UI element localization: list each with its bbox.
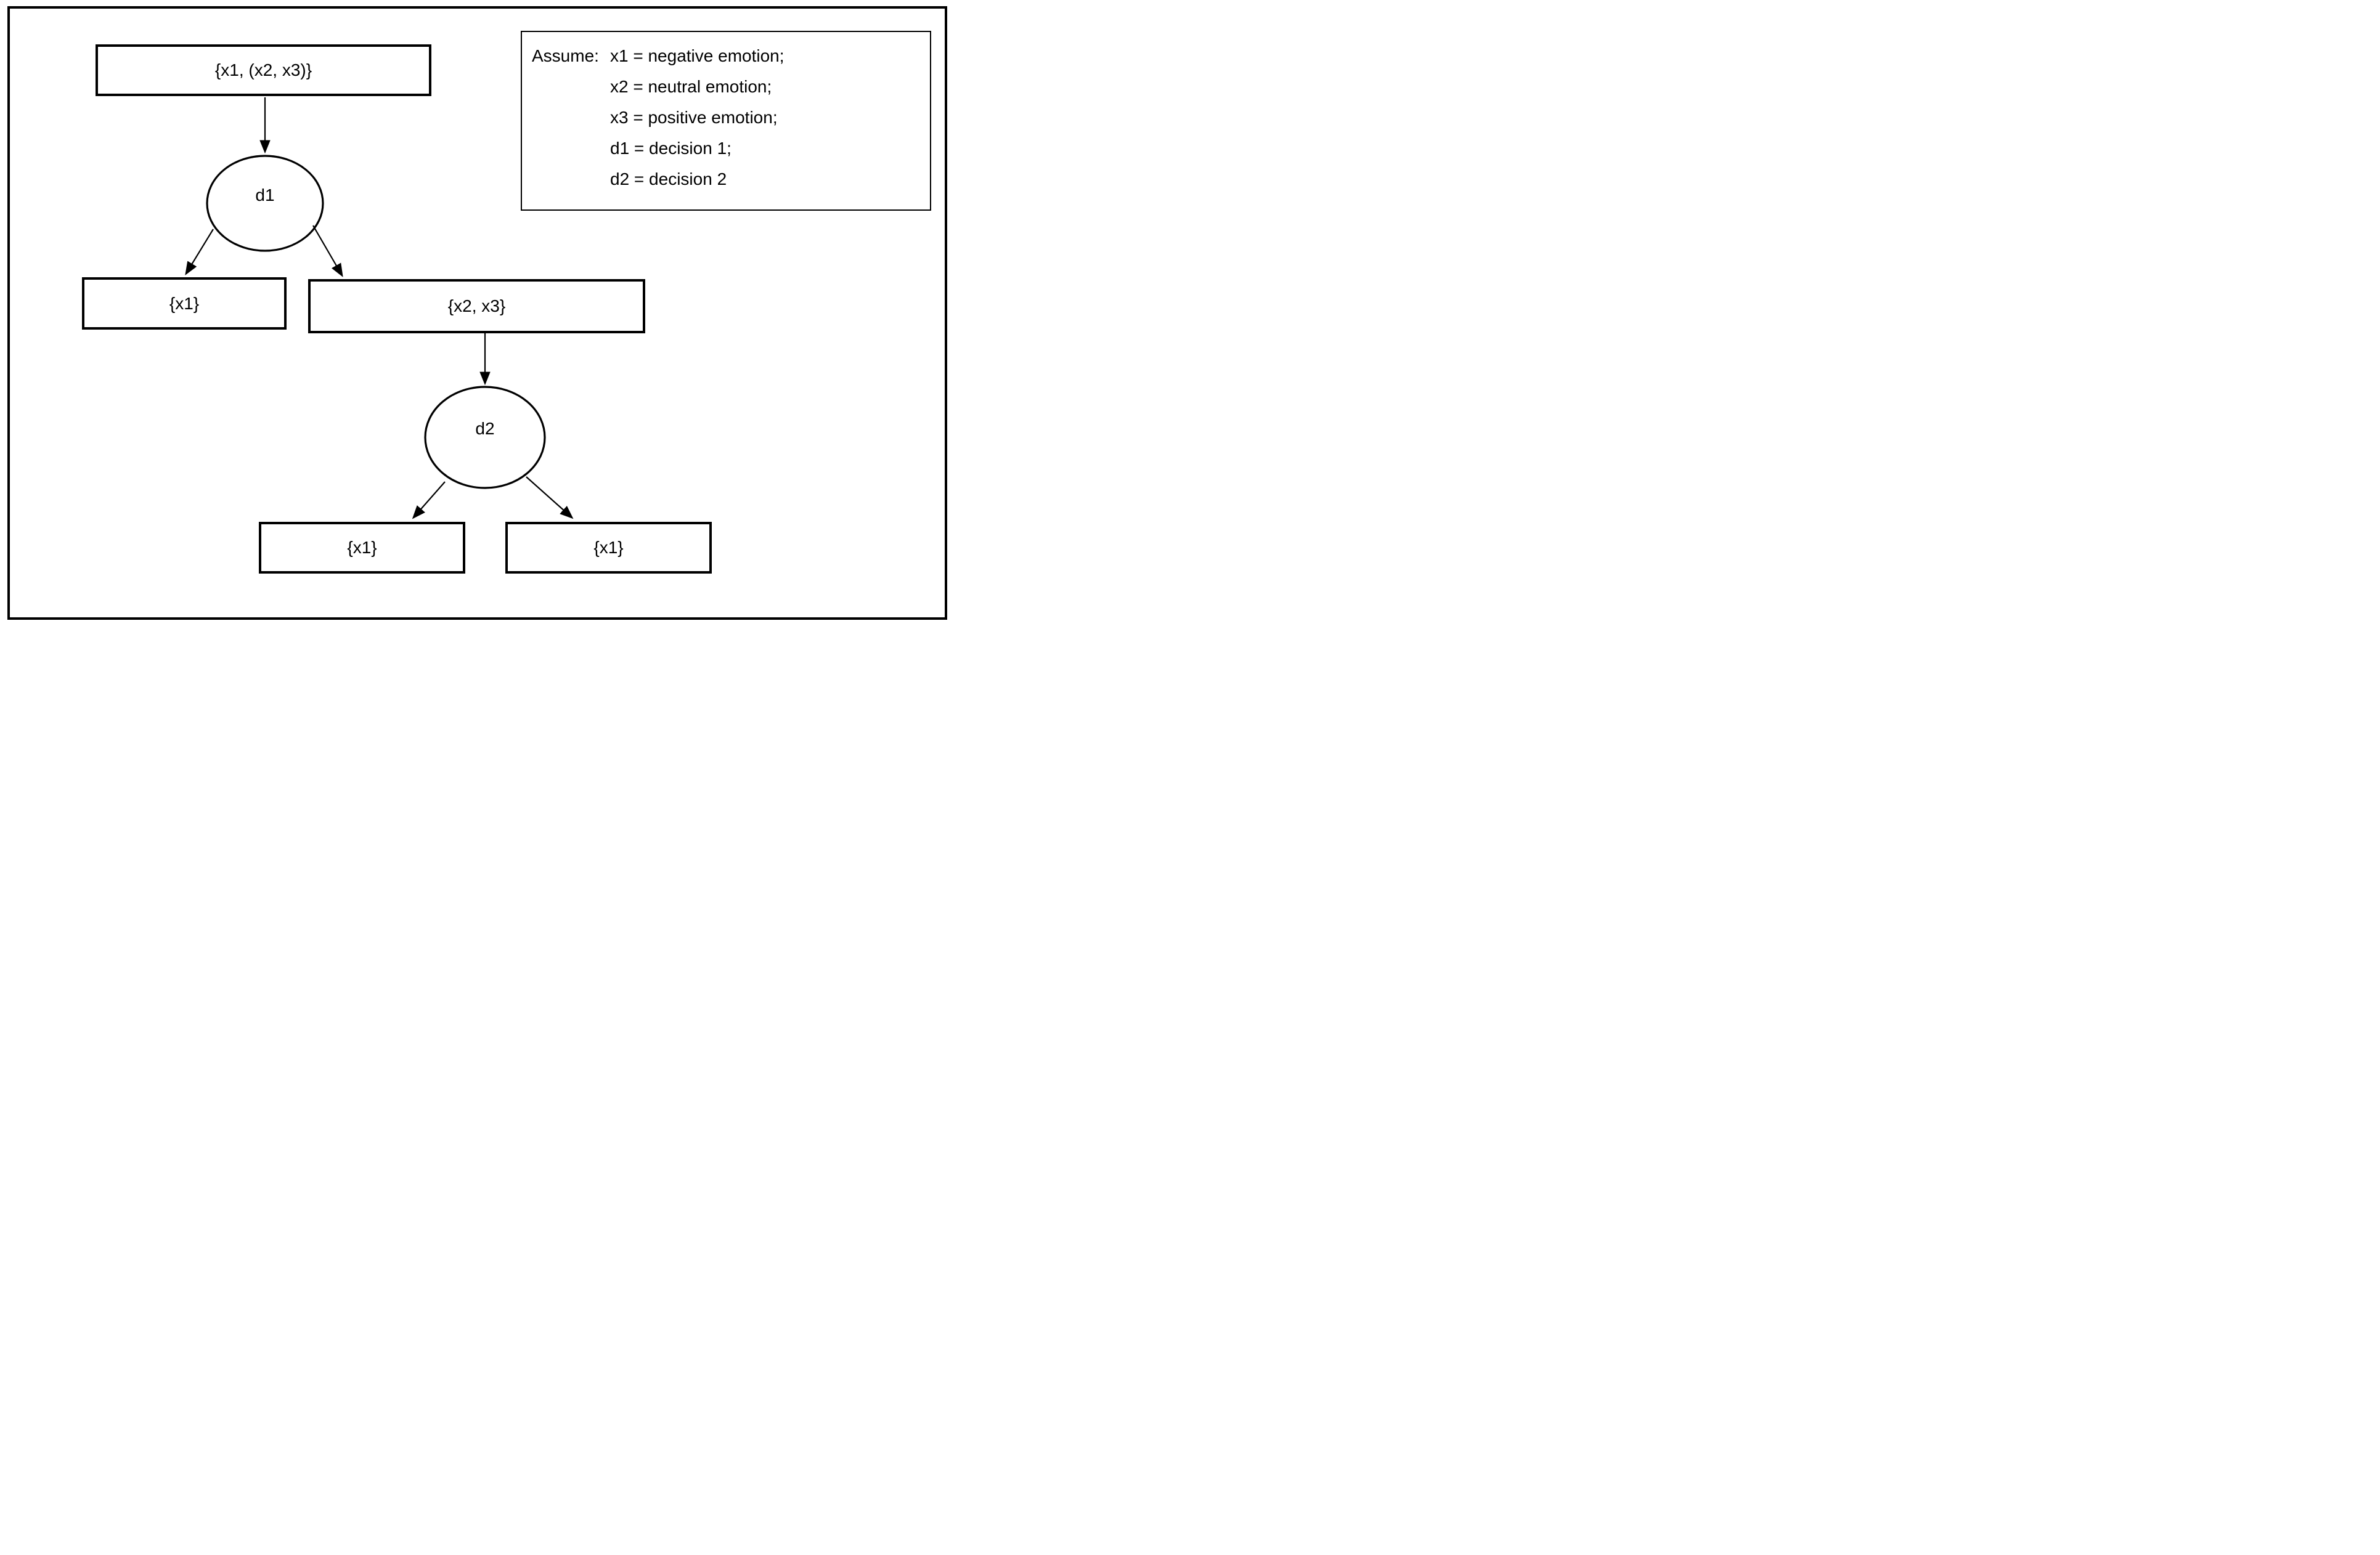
legend-line: d2 = decision 2: [532, 164, 924, 195]
legend-line-text: x3 = positive emotion;: [610, 108, 778, 127]
legend-line-text: d1 = decision 1;: [610, 139, 732, 158]
legend-line-text: d2 = decision 2: [610, 169, 727, 189]
node-d1-left-label: {x1}: [169, 293, 200, 313]
legend-box: Assume: x1 = negative emotion; x2 = neut…: [521, 31, 931, 211]
tree-edges-layer: [185, 97, 574, 519]
node-d1-left-box: {x1}: [82, 277, 287, 330]
legend-line-text: x1 = negative emotion;: [610, 46, 785, 65]
decision-d1-ellipse: [206, 155, 324, 252]
legend-line: Assume: x1 = negative emotion;: [532, 41, 924, 71]
node-d1-right-box: {x2, x3}: [308, 279, 645, 333]
edge-d2-to-x1-right: [526, 476, 574, 519]
legend-line: d1 = decision 1;: [532, 133, 924, 164]
legend-line: x3 = positive emotion;: [532, 102, 924, 133]
figure-border: {x1, (x2, x3)} {x1} {x2, x3} {x1} {x1} d…: [7, 6, 947, 620]
node-root-label: {x1, (x2, x3)}: [214, 60, 312, 79]
decision-d2-label: d2: [475, 419, 495, 438]
figure-canvas: {x1, (x2, x3)} {x1} {x2, x3} {x1} {x1} d…: [0, 0, 952, 622]
legend-prefix: Assume:: [532, 46, 599, 65]
node-root-box: {x1, (x2, x3)}: [96, 44, 431, 96]
edge-d1-to-x2x3: [312, 225, 343, 277]
edge-d1-to-x1: [185, 229, 214, 275]
decision-d1-label: d1: [255, 185, 275, 205]
decision-d2-ellipse: [424, 386, 546, 489]
node-d2-right-label: {x1}: [593, 538, 624, 557]
node-d2-left-box: {x1}: [259, 522, 465, 574]
node-d2-right-box: {x1}: [505, 522, 712, 574]
legend-line: x2 = neutral emotion;: [532, 71, 924, 102]
node-d1-right-label: {x2, x3}: [447, 296, 506, 315]
legend-line-text: x2 = neutral emotion;: [610, 77, 772, 96]
node-d2-left-label: {x1}: [347, 538, 377, 557]
edge-d2-to-x1-left: [412, 481, 446, 519]
